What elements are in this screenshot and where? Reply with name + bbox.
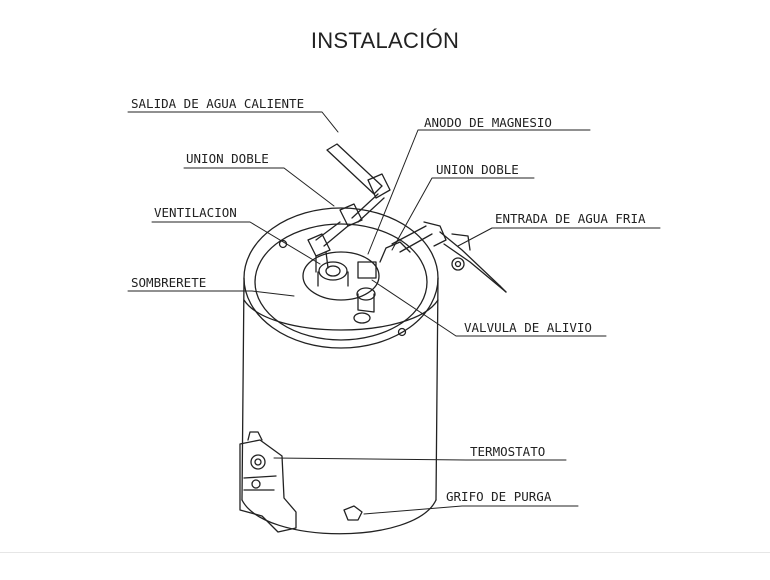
label-union-doble-der: UNION DOBLE — [436, 162, 519, 177]
label-union-doble-izq: UNION DOBLE — [186, 151, 269, 166]
sombrerete-cap — [302, 251, 380, 301]
cold-water-pipe — [379, 221, 507, 293]
leader-lines — [127, 111, 661, 515]
drain-tap — [343, 505, 363, 521]
label-salida-agua-caliente: SALIDA DE AGUA CALIENTE — [131, 96, 305, 111]
tank — [241, 207, 439, 535]
relief-valve — [353, 261, 377, 324]
label-grifo-purga: GRIFO DE PURGA — [446, 489, 552, 504]
label-valvula-alivio: VALVULA DE ALIVIO — [464, 320, 592, 335]
label-ventilacion: VENTILACION — [154, 205, 237, 220]
hot-water-pipe — [307, 143, 391, 273]
diagram-title: INSTALACIÓN — [310, 28, 460, 53]
label-entrada-agua-fria: ENTRADA DE AGUA FRIA — [495, 211, 646, 226]
label-termostato: TERMOSTATO — [470, 444, 546, 459]
label-sombrerete: SOMBRERETE — [131, 275, 207, 290]
thermostat-unit — [239, 431, 297, 533]
bottom-divider — [0, 552, 770, 553]
label-anodo-magnesio: ANODO DE MAGNESIO — [424, 115, 552, 130]
